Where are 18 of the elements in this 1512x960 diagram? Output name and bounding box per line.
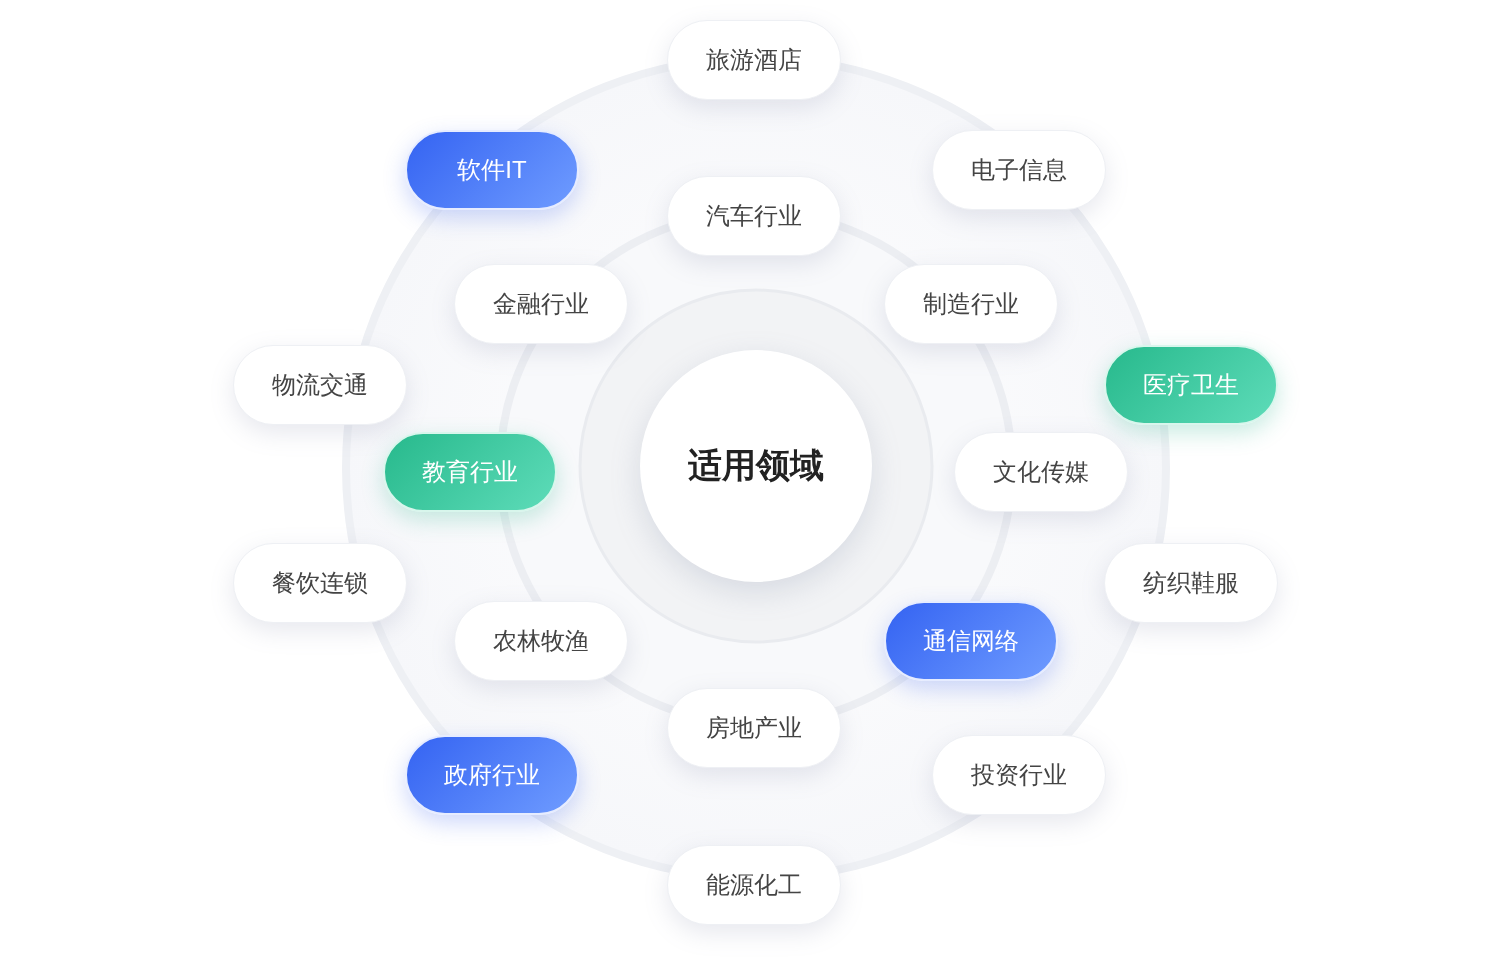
industry-tag: 软件IT [405, 130, 579, 210]
industry-tag: 政府行业 [405, 735, 579, 815]
industry-tag: 文化传媒 [954, 432, 1128, 512]
industry-tag: 物流交通 [233, 345, 407, 425]
industry-tag: 制造行业 [884, 264, 1058, 344]
industry-tag: 投资行业 [932, 735, 1106, 815]
industry-tag: 汽车行业 [667, 176, 841, 256]
industry-tag: 教育行业 [383, 432, 557, 512]
industry-tag: 旅游酒店 [667, 20, 841, 100]
industry-tag: 能源化工 [667, 845, 841, 925]
industry-tag: 纺织鞋服 [1104, 543, 1278, 623]
industry-tag: 农林牧渔 [454, 601, 628, 681]
industry-tag: 通信网络 [884, 601, 1058, 681]
industry-tag: 医疗卫生 [1104, 345, 1278, 425]
industry-tag: 房地产业 [667, 688, 841, 768]
industry-tag: 金融行业 [454, 264, 628, 344]
industry-tag: 餐饮连锁 [233, 543, 407, 623]
industry-tag: 电子信息 [932, 130, 1106, 210]
